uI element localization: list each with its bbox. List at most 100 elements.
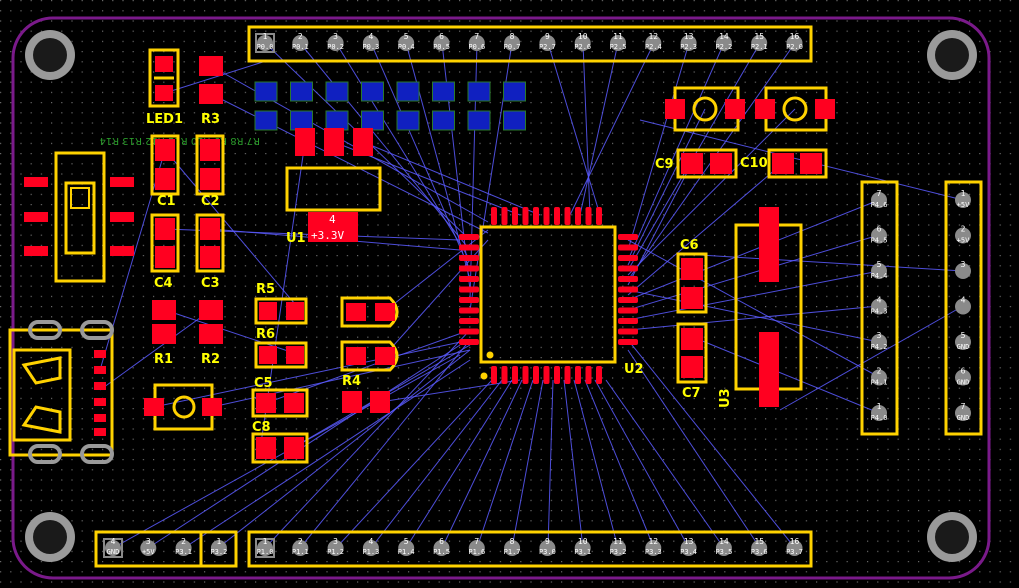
ratsnest-line: [569, 42, 655, 216]
header-pin: [140, 540, 157, 556]
u3-footprint: [734, 207, 803, 407]
pin-name: +5V: [142, 548, 155, 556]
header-pin: [955, 227, 971, 244]
ratsnest-line: [627, 42, 690, 251]
pin-number: 1: [216, 537, 221, 546]
ratsnest-line: [476, 379, 534, 549]
header-pin: [433, 35, 450, 51]
header-pin: [504, 540, 521, 556]
header-pin: [680, 540, 697, 556]
ratsnest-line: [153, 339, 471, 408]
ratsnest-line: [164, 309, 301, 356]
pin-number: 2: [181, 537, 186, 546]
pin-number: 3: [961, 260, 966, 269]
c8-footprint: [251, 432, 309, 464]
u1-footprint: [285, 128, 382, 242]
pin-name: P2.2: [715, 43, 732, 51]
pin-name: +5V: [957, 237, 970, 245]
pin-name: P2.1: [751, 43, 768, 51]
pin-number: 5: [961, 331, 966, 340]
r4-footprint: [342, 391, 390, 413]
pin-number: 2: [298, 537, 303, 546]
ratsnest-line: [627, 305, 880, 331]
pin-number: 5: [404, 537, 409, 546]
header-pin: [327, 35, 344, 51]
pin-number: 16: [790, 32, 800, 41]
led1-footprint: [148, 48, 180, 108]
c5-footprint: [251, 388, 309, 418]
ratsnest-line: [511, 379, 544, 549]
pin-name: GND: [957, 379, 970, 387]
header-pin: [210, 540, 227, 556]
pin-name: GND: [957, 343, 970, 351]
usb-connector-footprint: [8, 320, 114, 464]
header-pin: [539, 35, 556, 51]
ratsnest-line: [627, 234, 880, 311]
pin-number: 2: [298, 32, 303, 41]
header-pin: [680, 35, 697, 51]
pin-number: 7: [474, 32, 479, 41]
pin-number: 3: [877, 331, 882, 340]
header-pin: [955, 263, 971, 279]
pin-name: P0.6: [468, 43, 485, 51]
pin-number: 15: [754, 537, 764, 546]
pin-name: P3.0: [539, 548, 556, 556]
header-pin: [786, 35, 803, 51]
pin-name: P4.2: [871, 343, 888, 351]
header-pin: [871, 192, 887, 208]
pin-name: P3.6: [751, 548, 768, 556]
ratsnest-line: [563, 379, 584, 549]
pin-name: +5V: [957, 201, 970, 209]
pin-name: P0.2: [327, 43, 344, 51]
header-pin: [871, 227, 887, 244]
pin-name: P3.2: [210, 548, 227, 556]
pin-number: 4: [111, 537, 116, 546]
label-c3: C3: [201, 276, 220, 291]
pin-number: 7: [877, 189, 882, 198]
pin-number: 6: [877, 225, 882, 234]
header-pin: [257, 35, 273, 51]
header-pin: [327, 540, 344, 556]
pin-number: 13: [684, 537, 694, 546]
ratsnest-line: [299, 42, 471, 251]
pin-name: P3.1: [175, 548, 192, 556]
pin-number: 4: [877, 296, 882, 305]
pin-name: P1.0: [257, 548, 274, 556]
pin-number: 8: [510, 32, 515, 41]
label-c6: C6: [680, 238, 699, 253]
slide-switch-footprint: [24, 151, 134, 283]
pin-name: P0.3: [362, 43, 379, 51]
header-pin: [468, 35, 485, 51]
pin-name: P2.0: [786, 43, 803, 51]
ratsnest-line: [627, 42, 725, 261]
c1-footprint: [150, 134, 180, 196]
pin-name: P4.1: [871, 379, 888, 387]
label-u1: U1: [286, 231, 306, 246]
pin-name: P3.4: [680, 548, 697, 556]
pin-number: 1: [877, 402, 882, 411]
label-u2: U2: [624, 362, 644, 377]
label-r1: R1: [154, 352, 173, 367]
pin-name: P2.7: [539, 43, 556, 51]
ratsnest-line: [362, 141, 541, 216]
ratsnest-line: [627, 349, 761, 549]
pin-name: P0.0: [257, 43, 274, 51]
header-pin: [539, 540, 556, 556]
header-pin: [257, 540, 273, 556]
ratsnest-line: [582, 42, 591, 216]
ratsnest-line: [183, 359, 471, 549]
pin-name: P4.5: [871, 237, 888, 245]
ratsnest-line: [99, 309, 212, 391]
pin-number: 2: [961, 225, 966, 234]
header-pin: [645, 540, 662, 556]
led-d1-footprint: [340, 296, 399, 328]
header-pin: [398, 540, 415, 556]
crystal-footprint: [144, 383, 222, 431]
pin-number: 5: [877, 260, 882, 269]
header-pin: [751, 540, 768, 556]
ratsnest-line: [384, 229, 489, 312]
pin-name: P3.1: [574, 548, 591, 556]
pin-name: P1.2: [327, 548, 344, 556]
